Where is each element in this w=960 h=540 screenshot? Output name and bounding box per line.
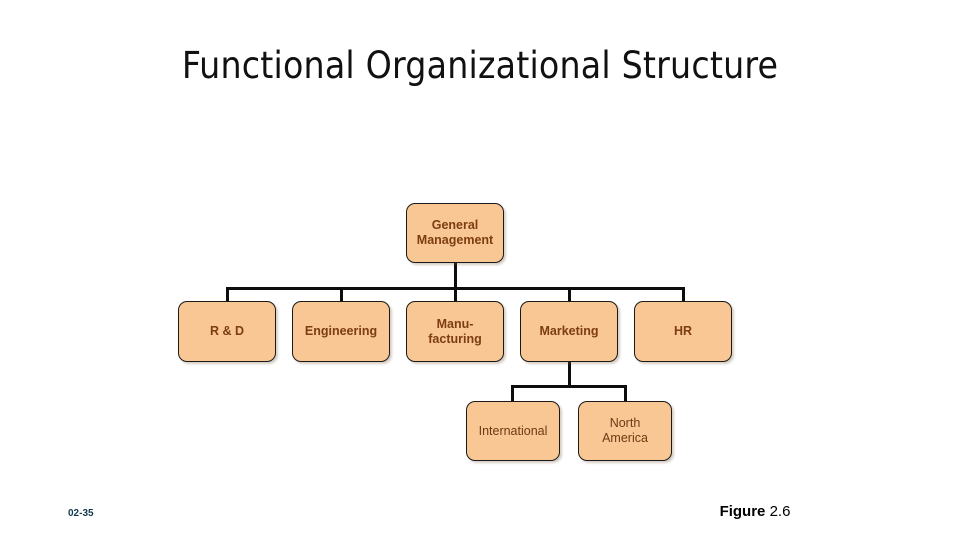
node-hr[interactable]: HR [634, 301, 732, 362]
node-international[interactable]: International [466, 401, 560, 461]
node-manufacturing[interactable]: Manu- facturing [406, 301, 504, 362]
connector-level2-bus [512, 385, 626, 388]
figure-caption-number: 2.6 [769, 503, 791, 520]
node-marketing[interactable]: Marketing [520, 301, 618, 362]
slide-number: 02-35 [68, 508, 94, 519]
node-manufacturing-label: Manu- facturing [428, 316, 482, 346]
node-rd-label: R & D [209, 324, 245, 339]
connector-drop-international [511, 385, 514, 401]
connector-drop-rd [226, 287, 229, 301]
node-international-label: International [478, 423, 548, 438]
node-north-america-label: North America [602, 416, 648, 445]
connector-drop-marketing [568, 287, 571, 301]
node-general-management-label: General Management [416, 218, 494, 247]
connector-drop-engineering [340, 287, 343, 301]
connector-drop-manufacturing [454, 287, 457, 301]
connector-gm-stem [454, 263, 457, 299]
figure-caption-word: Figure [719, 503, 766, 520]
node-engineering-label: Engineering [304, 324, 378, 339]
node-hr-label: HR [673, 324, 693, 339]
node-rd[interactable]: R & D [178, 301, 276, 362]
figure-caption: Figure 2.6 [620, 503, 890, 520]
page-title: Functional Organizational Structure [181, 44, 779, 87]
node-marketing-label: Marketing [539, 324, 599, 339]
node-general-management[interactable]: General Management [406, 203, 504, 263]
connector-drop-hr [682, 287, 685, 301]
node-north-america[interactable]: North America [578, 401, 672, 461]
node-engineering[interactable]: Engineering [292, 301, 390, 362]
connector-drop-north-america [624, 385, 627, 401]
connector-marketing-stem [568, 362, 571, 387]
